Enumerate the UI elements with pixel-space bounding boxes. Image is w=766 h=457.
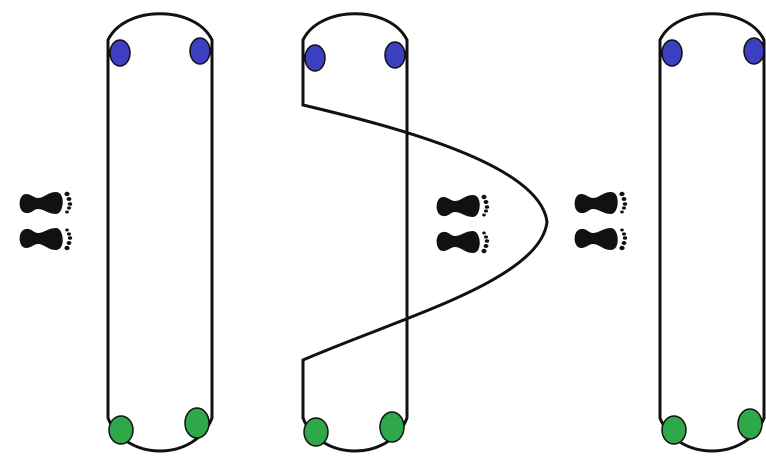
bottom-right-marker	[738, 409, 762, 439]
bottom-left-marker	[109, 416, 133, 444]
top-left-marker	[305, 45, 325, 71]
bottom-left-marker	[662, 416, 686, 444]
loop-path	[660, 14, 764, 451]
loop-path	[303, 14, 547, 451]
bottom-left-marker	[304, 418, 328, 446]
panel-2	[303, 14, 547, 451]
top-right-marker	[190, 38, 210, 64]
top-right-marker	[744, 38, 764, 64]
panel-1	[108, 14, 212, 451]
top-left-marker	[662, 40, 682, 66]
loop-path	[108, 14, 212, 451]
footprints-icon	[437, 195, 490, 253]
footprints-icon	[20, 192, 73, 250]
bottom-right-marker	[380, 412, 404, 442]
top-left-marker	[110, 40, 130, 66]
top-right-marker	[385, 42, 405, 68]
panel-3	[660, 14, 764, 451]
footprints-icon	[575, 192, 628, 250]
bottom-right-marker	[185, 408, 209, 438]
